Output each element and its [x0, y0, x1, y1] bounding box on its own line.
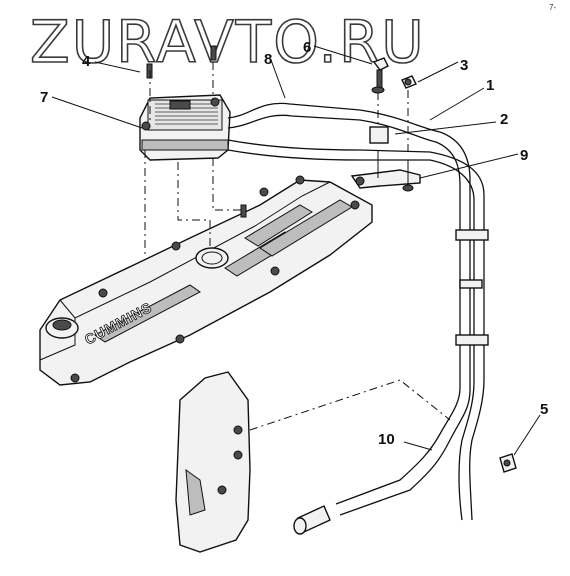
callout-5: 5: [540, 401, 548, 418]
support-bracket: [350, 150, 421, 192]
valve-cover-ribs: [94, 199, 353, 343]
hose-clip: [369, 126, 389, 144]
callout-10: 10: [378, 431, 395, 448]
corner-mark: 7-: [549, 3, 556, 12]
callout-leaders: [51, 45, 541, 456]
valve-cover: CUMMINS: [39, 175, 373, 386]
side-bracket: [175, 371, 251, 553]
watermark-text: ZURAVTO.RU: [30, 8, 426, 76]
assembly-lines: [144, 62, 451, 431]
breather-port: [195, 247, 229, 269]
breather-hoses: [227, 102, 441, 161]
callout-4: 4: [82, 53, 91, 70]
callout-8: 8: [264, 51, 272, 68]
callouts: 1 2 3 4 5 6 7 8 9 10: [40, 39, 548, 448]
callout-6: 6: [303, 39, 311, 56]
callout-1: 1: [486, 77, 494, 94]
callout-7: 7: [40, 89, 48, 106]
callout-9: 9: [520, 147, 528, 164]
callout-3: 3: [460, 57, 468, 74]
breather-tube: [293, 131, 489, 535]
callout-2: 2: [500, 111, 508, 128]
breather-box: [139, 94, 231, 161]
